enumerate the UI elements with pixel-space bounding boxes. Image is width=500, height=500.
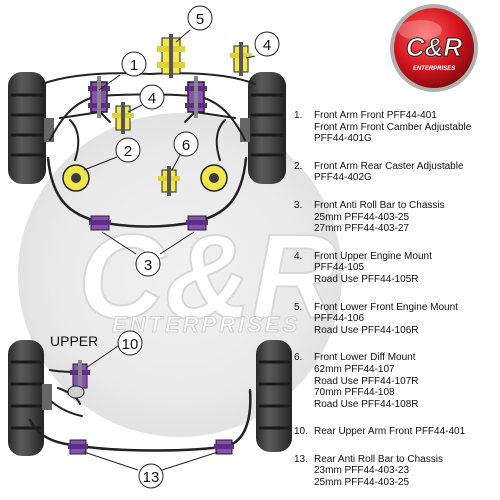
svg-text:3: 3	[144, 257, 152, 274]
legend-line: 25mm PFF44-403-25	[314, 211, 410, 223]
legend-number: 13.	[294, 453, 308, 465]
svg-text:4: 4	[148, 90, 156, 107]
svg-text:2: 2	[124, 143, 132, 160]
legend-line: Front Lower Diff Mount	[314, 352, 416, 364]
watermark-subtext: ENTERPRISES	[112, 312, 300, 337]
bush-13-right	[214, 439, 234, 455]
svg-text:1: 1	[130, 57, 138, 74]
logo-text: C&R	[406, 32, 463, 62]
legend-item-1: 1. Front Arm Front PFF44-401 Front Arm F…	[294, 110, 498, 145]
callout-2: 2	[115, 137, 141, 163]
legend-number: 4.	[294, 250, 303, 262]
legend-item-3: 3. Front Anti Roll Bar to Chassis 25mm P…	[294, 200, 498, 235]
callout-4-center: 4	[139, 84, 165, 110]
callout-6: 6	[173, 131, 199, 157]
legend-line: Road Use PFF44-108R	[314, 398, 419, 410]
bush-1-right	[185, 76, 207, 118]
legend-number: 2.	[294, 160, 303, 172]
svg-text:13: 13	[143, 469, 160, 486]
legend-line: 70mm PFF44-108	[314, 387, 395, 399]
legend-number: 10.	[294, 426, 308, 438]
legend-line: Rear Anti Roll Bar to Chassis	[314, 453, 443, 465]
bush-5-engine-mount	[157, 34, 185, 78]
legend-line: Front Anti Roll Bar to Chassis	[314, 199, 445, 211]
legend-line: Front Arm Front PFF44-401	[314, 110, 437, 121]
legend-line: PFF44-401G	[314, 133, 372, 145]
callout-5: 5	[187, 5, 213, 31]
bush-1-left	[88, 76, 110, 118]
logo-subtext: ENTERPRISES	[413, 66, 455, 72]
svg-text:6: 6	[182, 137, 190, 154]
legend-item-10: 10. Rear Upper Arm Front PFF44-401	[294, 426, 498, 438]
rear-left-tyre	[8, 340, 44, 456]
legend-line: Front Upper Engine Mount	[314, 250, 432, 262]
rear-callouts	[83, 345, 219, 471]
callout-10: 10	[117, 330, 143, 356]
front-callout-circles: 5 1 4 4 2 6 3	[115, 5, 280, 277]
legend-item-13: 13. Rear Anti Roll Bar to Chassis 23mm P…	[294, 454, 498, 489]
bush-2-left	[62, 164, 90, 192]
legend-line: 62mm PFF44-107	[314, 363, 395, 375]
rear-suspension	[8, 340, 292, 456]
legend-number: 1.	[294, 110, 303, 121]
legend-line: Road Use PFF44-107R	[314, 375, 419, 387]
legend-line: PFF44-402G	[314, 172, 372, 184]
callout-13: 13	[138, 463, 164, 489]
watermark-text: C&R	[78, 210, 338, 344]
legend-line: PFF44-105	[314, 262, 365, 274]
callout-3: 3	[135, 251, 161, 277]
rear-callout-circles: UPPER 10 13	[50, 330, 164, 489]
bush-6-diff-mount	[158, 166, 180, 196]
legend-line: Front Arm Rear Caster Adjustable	[314, 160, 464, 172]
rear-bushes	[67, 360, 234, 455]
legend-line: 27mm PFF44-403-27	[314, 223, 410, 235]
watermark: C&R ENTERPRISES	[18, 113, 342, 437]
legend-line: Front Arm Front Camber Adjustable	[314, 121, 472, 133]
legend-line: 23mm PFF44-403-23	[314, 465, 410, 477]
front-left-tyre	[8, 72, 46, 184]
legend-item-6: 6. Front Lower Diff Mount 62mm PFF44-107…	[294, 352, 498, 410]
rear-right-tyre	[256, 340, 292, 452]
legend-line: Road Use PFF44-106R	[314, 324, 419, 336]
legend-item-4: 4. Front Upper Engine Mount PFF44-105 Ro…	[294, 251, 498, 286]
front-suspension	[8, 72, 286, 228]
bush-4-right	[230, 42, 252, 76]
parts-legend: 1. Front Arm Front PFF44-401 Front Arm F…	[294, 110, 498, 489]
svg-text:10: 10	[122, 336, 139, 353]
bush-3-right	[186, 215, 208, 231]
svg-text:4: 4	[263, 37, 271, 54]
callout-1: 1	[121, 51, 147, 77]
bush-4-center	[112, 102, 134, 134]
legend-line: PFF44-106	[314, 313, 365, 325]
bush-10	[67, 360, 90, 399]
legend-line: Front Lower Front Engine Mount	[314, 301, 458, 313]
legend-item-2: 2. Front Arm Rear Caster Adjustable PFF4…	[294, 161, 498, 184]
legend-line: Road Use PFF44-105R	[314, 273, 419, 285]
svg-text:5: 5	[196, 11, 204, 28]
bush-13-left	[68, 439, 88, 455]
front-right-tyre	[248, 72, 286, 184]
legend-number: 6.	[294, 352, 303, 364]
front-bushes	[62, 34, 252, 231]
bush-2-right	[200, 164, 228, 192]
front-callouts	[83, 29, 256, 255]
legend-line: Rear Upper Arm Front PFF44-401	[314, 426, 466, 438]
legend-number: 5.	[294, 301, 303, 313]
upper-label: UPPER	[50, 333, 98, 349]
bush-3-left	[89, 215, 111, 231]
brand-logo: C&R ENTERPRISES	[390, 4, 478, 92]
legend-item-5: 5. Front Lower Front Engine Mount PFF44-…	[294, 302, 498, 337]
callout-4-right: 4	[254, 31, 280, 57]
legend-number: 3.	[294, 199, 303, 211]
legend-line: 25mm PFF44-403-25	[314, 477, 410, 489]
